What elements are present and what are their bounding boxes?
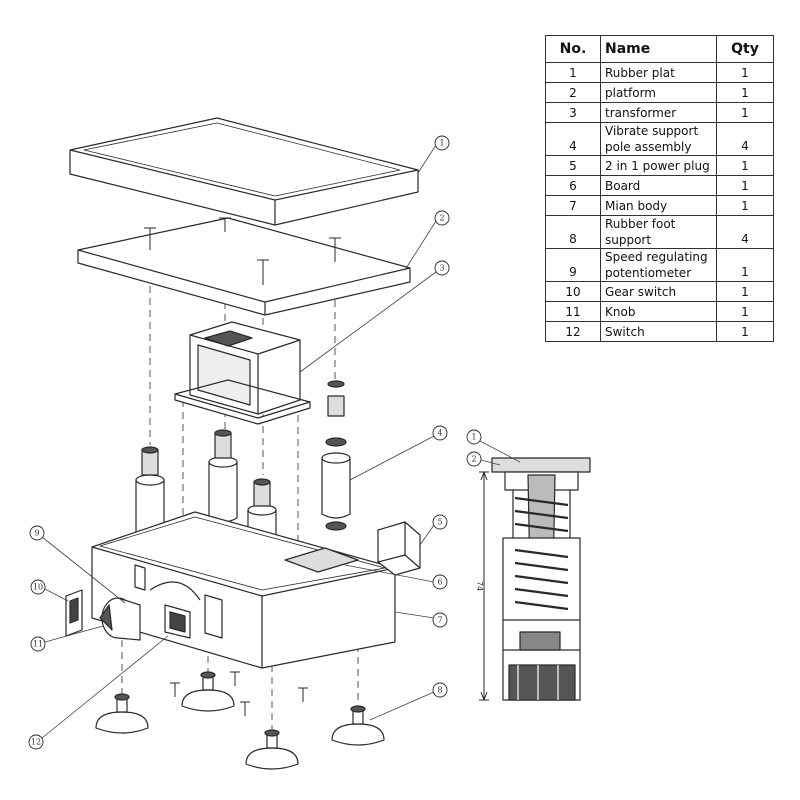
pole-2 (208, 429, 238, 523)
row-name: Switch (600, 321, 717, 342)
callout-11-label: 11 (33, 640, 43, 649)
section-callout-1-label: 1 (471, 433, 476, 442)
row-qty: 4 (716, 215, 774, 249)
platform (77, 217, 411, 316)
transformer (174, 321, 311, 425)
row-qty: 1 (716, 321, 774, 342)
callout-2-label: 2 (439, 214, 444, 223)
header-no: No. (545, 35, 601, 63)
callout-10-circle (30, 579, 46, 595)
knob (99, 597, 141, 641)
callout-8-label: 8 (437, 686, 442, 695)
callout-4-label: 4 (437, 429, 442, 438)
callout-markers (28, 135, 482, 750)
section-callout-2-label: 2 (471, 455, 476, 464)
row-name: Mian body (600, 195, 717, 216)
callout-6-label: 6 (437, 578, 442, 587)
rocker-switch (164, 604, 191, 639)
row-name: Vibrate support pole assembly (600, 122, 717, 156)
callout-6-circle (432, 574, 448, 590)
callout-10-label: 10 (33, 583, 43, 592)
callout-12-circle (28, 734, 44, 750)
callout-3-label: 3 (439, 264, 444, 273)
row-name: Speed regulating potentiometer (600, 248, 717, 282)
callout-labels: 1 2 3 4 5 6 7 8 9 10 11 12 1 2 (31, 139, 477, 747)
callout-11-circle (30, 636, 46, 652)
callout-1-circle (434, 135, 450, 151)
callout-8-circle (432, 682, 448, 698)
main-body (91, 511, 396, 669)
rubber-plate (69, 117, 419, 226)
foot-2 (181, 671, 235, 712)
callout-7-label: 7 (437, 616, 442, 625)
foot-1 (95, 693, 149, 734)
power-plug (377, 521, 421, 576)
pole-4 (321, 380, 351, 531)
row-no: 4 (545, 122, 601, 156)
callout-5-label: 5 (437, 518, 442, 527)
callout-9-label: 9 (34, 529, 39, 538)
row-name: Knob (600, 301, 717, 322)
foot-3 (245, 729, 299, 770)
row-qty: 4 (716, 122, 774, 156)
callout-9-circle (29, 525, 45, 541)
callout-12-label: 12 (31, 738, 41, 747)
section-callout-2-circle (466, 451, 482, 467)
row-no: 8 (545, 215, 601, 249)
dimension-label: 74 (475, 581, 484, 591)
rubber-feet (95, 671, 385, 770)
callout-2-circle (434, 210, 450, 226)
header-name: Name (600, 35, 717, 63)
screws (170, 671, 308, 716)
callout-5-circle (432, 514, 448, 530)
section-callout-1-circle (466, 429, 482, 445)
spring-coils (514, 496, 569, 611)
row-no: 12 (545, 321, 601, 342)
board (284, 547, 359, 573)
callout-1-label: 1 (439, 139, 444, 148)
callout-leaders (41, 144, 521, 739)
callout-4-circle (432, 425, 448, 441)
pole-cross-section (479, 457, 591, 701)
gear-switch (65, 589, 83, 637)
row-no: 9 (545, 248, 601, 282)
table-header-row: No. Name Qty (545, 35, 774, 63)
foot-4 (331, 705, 385, 746)
callout-7-circle (432, 612, 448, 628)
callout-3-circle (434, 260, 450, 276)
row-qty: 1 (716, 248, 774, 282)
